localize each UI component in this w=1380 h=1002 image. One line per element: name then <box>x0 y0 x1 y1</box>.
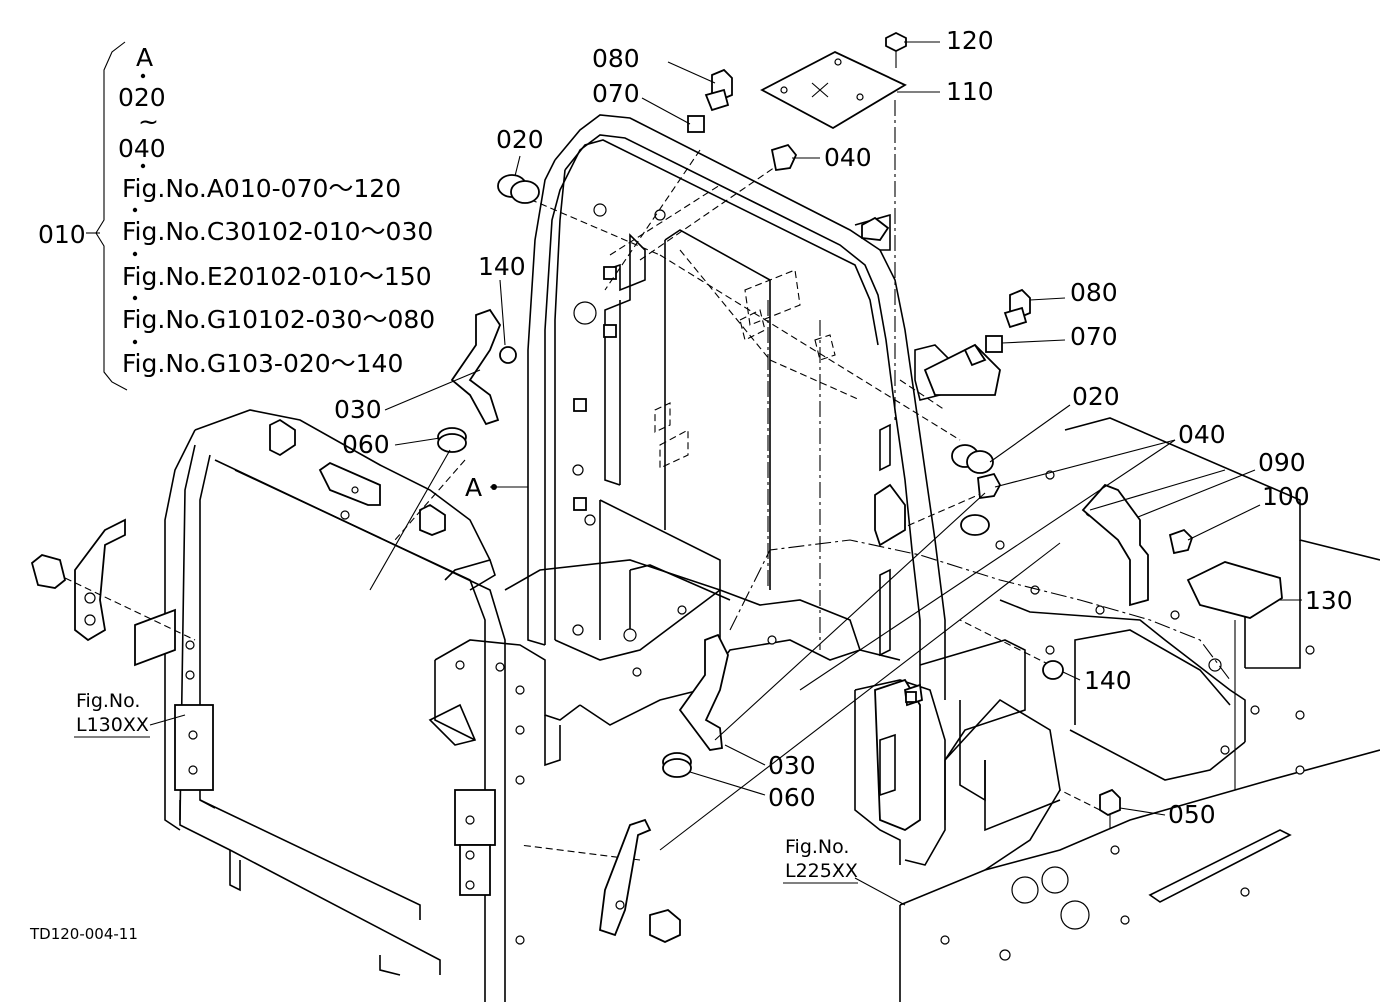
legend-dot <box>132 339 138 345</box>
callout-030-right: 030 <box>768 751 816 780</box>
legend-line-fig-c: Fig.No.C30102-010～030 <box>122 217 433 246</box>
legend-line-040: 040 <box>118 134 166 163</box>
spacer-070-right <box>985 335 1003 353</box>
cap-140-left <box>499 346 517 364</box>
legend-line-tilde: ~ <box>138 107 159 136</box>
cover-mark <box>811 82 829 98</box>
callout-040-right: 040 <box>1178 420 1226 449</box>
drawing-id: TD120-004-11 <box>29 925 138 943</box>
legend-line-020: 020 <box>118 83 166 112</box>
floor-hole <box>1060 900 1090 930</box>
leader-lines <box>149 41 1302 906</box>
callout-110: 110 <box>946 77 994 106</box>
cover-plate-110 <box>760 50 907 130</box>
bolt-bottom <box>649 909 681 943</box>
legend-line-fig-e: Fig.No.E20102-010～150 <box>122 262 432 291</box>
legend-dot <box>140 73 146 79</box>
callout-080-right: 080 <box>1070 278 1118 307</box>
grommet-060-left <box>437 427 467 453</box>
callout-a: A <box>465 473 482 502</box>
callout-100: 100 <box>1262 482 1310 511</box>
legend-group: 010 A 020 ~ 040 Fig.No.A010-070～120 Fig.… <box>38 41 435 391</box>
legend-item-label: 010 <box>38 220 86 249</box>
callout-a-dot <box>491 484 497 490</box>
legend-line-a: A <box>136 43 153 72</box>
callout-070-right: 070 <box>1070 322 1118 351</box>
callout-080-top: 080 <box>592 44 640 73</box>
legend-dot <box>140 163 146 169</box>
cab-outline <box>729 539 1231 681</box>
screw-120 <box>885 31 907 68</box>
spacer-070-top <box>687 115 705 133</box>
callout-060-left: 060 <box>342 430 390 459</box>
bolt-050 <box>1099 788 1121 817</box>
callout-140-left: 140 <box>478 252 526 281</box>
legend-line-fig-a: Fig.No.A010-070～120 <box>122 174 401 203</box>
bolt-040-right <box>977 472 1002 500</box>
callout-050: 050 <box>1168 800 1216 829</box>
bracket-bottom <box>599 818 652 937</box>
bracket-030-left <box>450 308 502 426</box>
left-bracket <box>30 518 196 667</box>
construction-lines <box>394 100 1111 861</box>
floor-hole <box>1041 866 1069 894</box>
bolt-100 <box>1168 528 1194 555</box>
ref-l130-line2: L130XX <box>76 714 149 736</box>
legend-dot <box>132 207 138 213</box>
bracket-090 <box>1081 483 1149 607</box>
grommet-060-right <box>662 752 692 778</box>
floor-hole <box>1011 876 1039 904</box>
bushing-020-right <box>951 444 994 474</box>
callout-020-right: 020 <box>1072 382 1120 411</box>
front-frame <box>164 409 525 1002</box>
bolt-040-top <box>770 143 798 172</box>
ref-l225-line2: L225XX <box>785 860 858 882</box>
legend-dot <box>132 295 138 301</box>
callout-060-right: 060 <box>768 783 816 812</box>
legend-line-fig-g2: Fig.No.G103-020～140 <box>122 349 403 378</box>
callout-070-top: 070 <box>592 79 640 108</box>
ref-l130-line1: Fig.No. <box>76 690 140 712</box>
legend-line-fig-g1: Fig.No.G10102-030～080 <box>122 305 435 334</box>
bracket-030-right <box>678 633 729 751</box>
side-bracket-assembly <box>854 343 1061 866</box>
callout-090: 090 <box>1258 448 1306 477</box>
callout-140-right: 140 <box>1084 666 1132 695</box>
hex-bolt <box>30 554 67 589</box>
callout-040-top: 040 <box>824 143 872 172</box>
callout-130: 130 <box>1305 586 1353 615</box>
cap-140-right <box>1042 660 1064 680</box>
seat-frame-a <box>527 114 946 700</box>
callout-030-left: 030 <box>334 395 382 424</box>
floor-plate <box>899 417 1380 1002</box>
mat-130 <box>1186 561 1283 619</box>
round-cap <box>960 514 990 536</box>
base-frame <box>428 559 901 767</box>
legend-dot <box>132 251 138 257</box>
bushing-020-left <box>497 174 540 204</box>
callout-120: 120 <box>946 26 994 55</box>
ref-l225-line1: Fig.No. <box>785 836 849 858</box>
callout-020-left: 020 <box>496 125 544 154</box>
